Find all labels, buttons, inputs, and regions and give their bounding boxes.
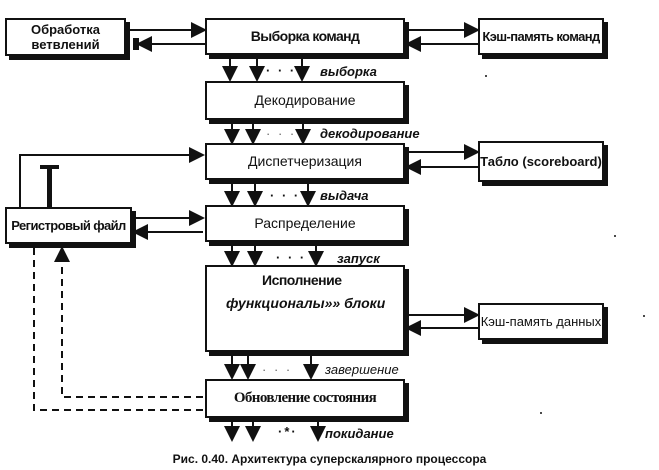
ellipsis: ·*· bbox=[278, 424, 298, 439]
branch-arrow-stub bbox=[133, 38, 139, 50]
regfile-bar-cap bbox=[40, 165, 59, 169]
state-update-label: Обновление состояния bbox=[233, 390, 377, 406]
scoreboard-label: Табло (scoreboard) bbox=[480, 154, 602, 169]
regfile-bar bbox=[47, 167, 52, 207]
register-file-label: Регистровый файл bbox=[11, 218, 126, 233]
execution-title: Исполнение bbox=[262, 272, 342, 288]
speck bbox=[643, 315, 645, 317]
dispatch-box: Диспетчеризация bbox=[205, 143, 405, 180]
execution-box bbox=[205, 265, 405, 352]
instruction-cache-box: Кэш-память команд bbox=[478, 18, 604, 55]
data-cache-label: Кэш-память данных bbox=[480, 314, 602, 329]
ellipsis: · · · bbox=[266, 63, 297, 78]
stage-label-fetch: выборка bbox=[320, 64, 377, 79]
branch-processing-box: Обработка ветвлений bbox=[5, 18, 126, 56]
instruction-fetch-box: Выборка команд bbox=[205, 18, 405, 55]
stage-label-complete: завершение bbox=[325, 362, 399, 377]
stage-label-decode: декодирование bbox=[320, 126, 420, 141]
ellipsis: · · · bbox=[276, 250, 307, 265]
update-to-regfile-dashed-arrow bbox=[54, 246, 203, 398]
register-file-box: Регистровый файл bbox=[5, 207, 132, 244]
speck bbox=[614, 235, 616, 237]
regfile-to-dispatch-line bbox=[19, 147, 205, 207]
stage-label-retire: покидание bbox=[325, 426, 394, 441]
dispatch-label: Диспетчеризация bbox=[248, 153, 362, 169]
update-to-regfile-dashed bbox=[33, 244, 203, 411]
state-update-box: Обновление состояния bbox=[205, 379, 405, 418]
figure-caption: Рис. 0.40. Архитектура суперскалярного п… bbox=[172, 452, 487, 466]
instruction-fetch-label: Выборка команд bbox=[250, 28, 360, 44]
stage-label-launch: запуск bbox=[337, 251, 380, 266]
speck bbox=[485, 75, 487, 77]
decode-box: Декодирование bbox=[205, 81, 405, 120]
distribution-box: Распределение bbox=[205, 205, 405, 242]
ellipsis: · · · bbox=[262, 362, 293, 377]
distribution-label: Распределение bbox=[254, 215, 356, 231]
stage-label-issue: выдача bbox=[320, 188, 369, 203]
data-cache-box: Кэш-память данных bbox=[478, 303, 604, 340]
ellipsis: · · · bbox=[270, 188, 301, 203]
decode-label: Декодирование bbox=[254, 92, 356, 108]
branch-processing-label: Обработка ветвлений bbox=[30, 22, 101, 52]
speck bbox=[540, 412, 542, 414]
functional-units-label: функционалы»» блоки bbox=[226, 295, 386, 311]
instruction-cache-label: Кэш-память команд bbox=[482, 29, 600, 44]
scoreboard-box: Табло (scoreboard) bbox=[478, 141, 604, 182]
ellipsis: · · · bbox=[266, 126, 297, 141]
